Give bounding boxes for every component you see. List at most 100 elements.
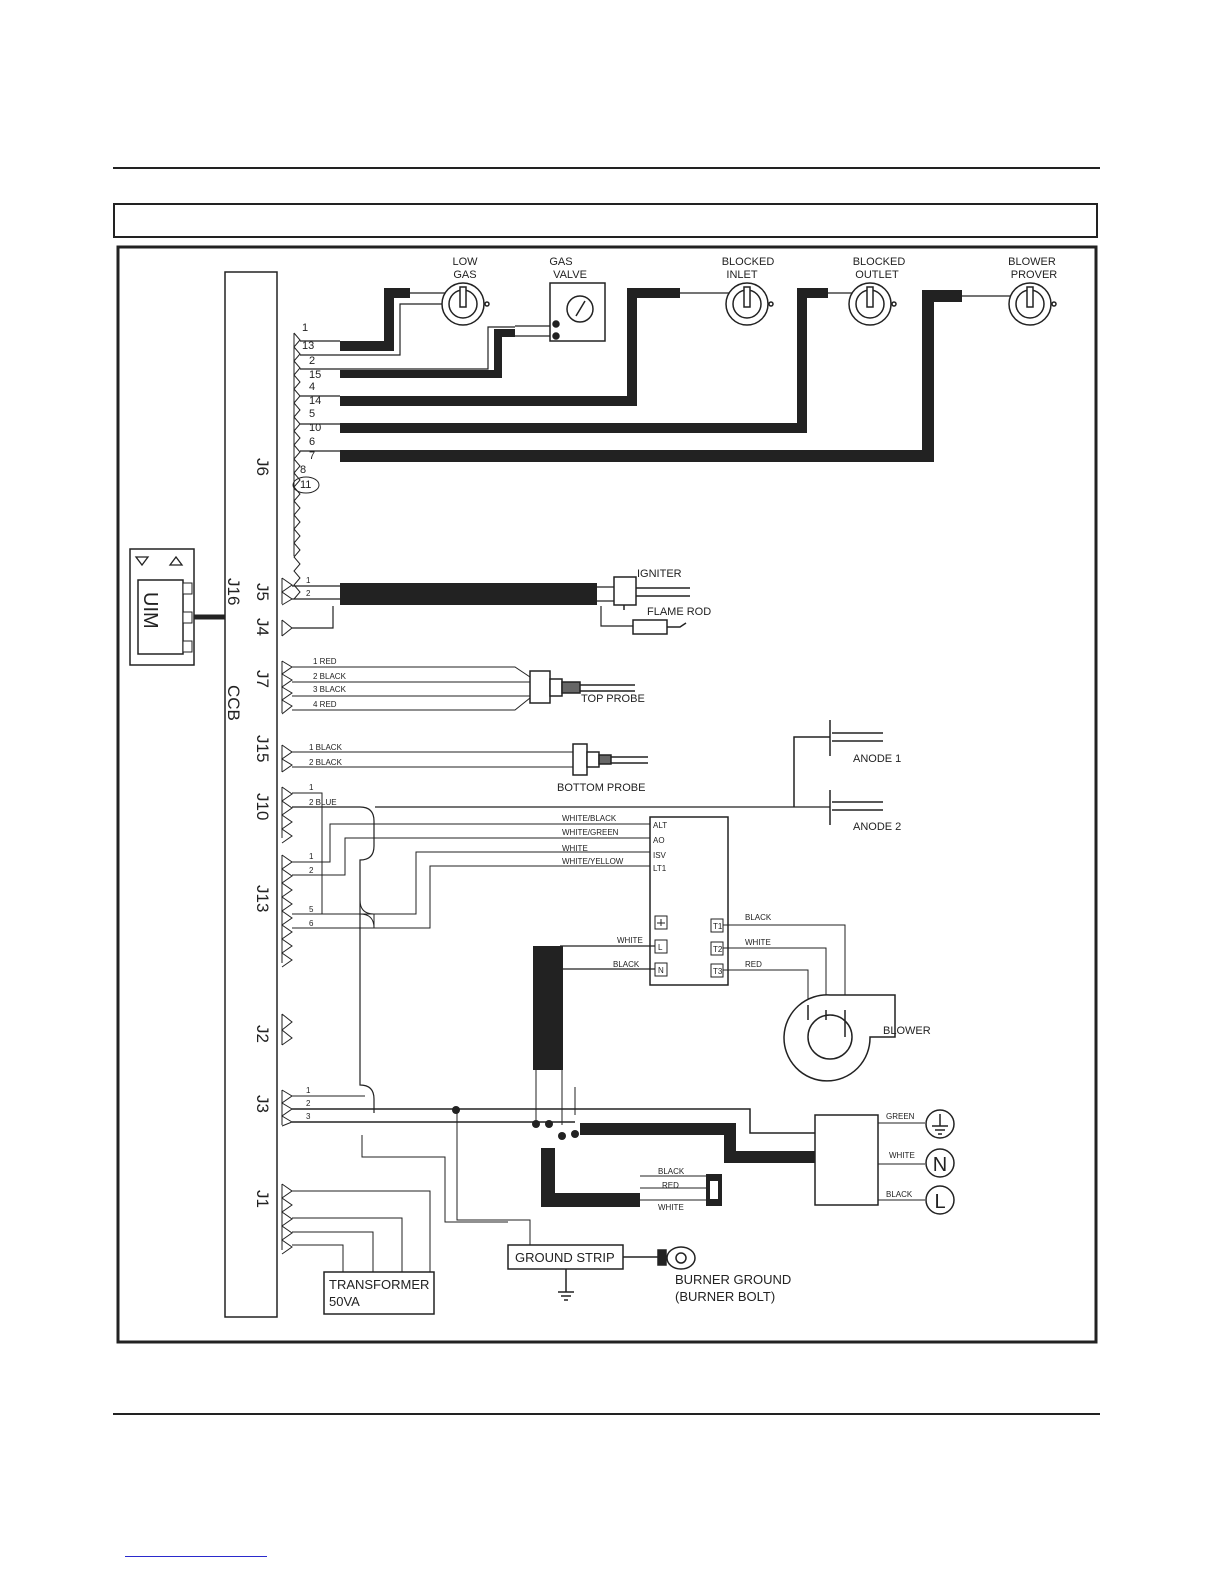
neutral-terminal — [925, 1148, 955, 1178]
blocked-inlet-label: BLOCKED — [722, 256, 775, 268]
j6-pin: 1 — [302, 322, 308, 334]
j6-pin: 10 — [309, 422, 321, 434]
j6-pin: 14 — [309, 395, 321, 407]
blocked-outlet-label: BLOCKED — [853, 256, 906, 268]
connector-j16: J16 — [224, 578, 243, 605]
relay-right-terminal: T1 — [713, 922, 723, 931]
connector-j3: J3 — [253, 1095, 272, 1113]
relay-terminal: LT1 — [653, 864, 667, 873]
anode2-label: ANODE 2 — [853, 821, 901, 833]
neutral-label: N — [933, 1154, 947, 1176]
relay-terminal: AO — [653, 836, 665, 845]
power-switch — [706, 1174, 722, 1206]
connector-j15: J15 — [253, 735, 272, 762]
anodes — [375, 720, 883, 825]
blower-prover-switch — [1008, 282, 1057, 326]
j6-pin: 6 — [309, 436, 315, 448]
j7-wire: 3 BLACK — [313, 685, 347, 694]
connector-j2: J2 — [253, 1025, 272, 1043]
j6-pin: 4 — [309, 381, 315, 393]
j3-pin: 2 — [306, 1099, 311, 1108]
j7-harness — [281, 660, 635, 715]
relay-left-wire: BLACK — [613, 960, 640, 969]
relay-left-terminal: N — [658, 966, 664, 975]
j6-pins — [292, 332, 320, 600]
j10-pin: 2 BLUE — [309, 798, 337, 807]
flame-rod-label: FLAME ROD — [647, 606, 711, 618]
connector-j5: J5 — [253, 583, 272, 601]
supply-wire: BLACK — [886, 1190, 913, 1199]
j6-pin: 2 — [309, 355, 315, 367]
bottom-probe-label: BOTTOM PROBE — [557, 782, 645, 794]
transformer-label: 50VA — [329, 1294, 360, 1309]
j3-pin: 1 — [306, 1086, 311, 1095]
j13-pins — [281, 854, 293, 968]
j15-harness — [281, 743, 648, 776]
blocked-inlet-label: INLET — [726, 269, 757, 281]
connector-j7: J7 — [253, 670, 272, 688]
connector-j4: J4 — [253, 618, 272, 636]
footer-link-underline — [125, 1556, 267, 1557]
burner-ground-label: BURNER GROUND — [675, 1272, 791, 1287]
blower-prover-label: BLOWER — [1008, 256, 1056, 268]
j3-pin: 3 — [306, 1112, 311, 1121]
line-terminal — [925, 1185, 955, 1215]
j5-pin: 1 — [306, 576, 311, 585]
supply-wire: GREEN — [886, 1112, 915, 1121]
blower — [783, 994, 896, 1082]
low-gas-switch — [441, 282, 490, 326]
connector-j10: J10 — [253, 793, 272, 820]
relay-wire: WHITE — [562, 844, 588, 853]
relay-terminal: ISV — [653, 851, 667, 860]
j10-pin: 1 — [309, 783, 314, 792]
relay-terminal: ALT — [653, 821, 667, 830]
uim-module: UIM — [129, 548, 225, 666]
j13-pin: 1 — [309, 852, 314, 861]
relay-right-wire: BLACK — [745, 913, 772, 922]
burner-ground-label: (BURNER BOLT) — [675, 1289, 775, 1304]
j7-wire: 4 RED — [313, 700, 337, 709]
supply-wire: WHITE — [889, 1151, 915, 1160]
j6-pin: 5 — [309, 408, 315, 420]
gas-valve-label: GAS — [549, 256, 572, 268]
switch-wire: RED — [662, 1181, 679, 1190]
relay-wire: WHITE/BLACK — [562, 814, 617, 823]
line-label: L — [934, 1191, 945, 1213]
igniter — [613, 576, 637, 606]
relay-board — [649, 816, 729, 986]
j7-wire: 1 RED — [313, 657, 337, 666]
relay-left-terminal: L — [658, 943, 663, 952]
ccb-board — [224, 271, 278, 1318]
blower-prover-label: PROVER — [1011, 269, 1058, 281]
top-probe-label: TOP PROBE — [581, 693, 645, 705]
j4-pins — [281, 619, 293, 637]
flame-rod — [632, 619, 668, 635]
igniter-label: IGNITER — [637, 568, 682, 580]
j6-pin: 8 — [300, 464, 306, 476]
ground-strip — [507, 1244, 696, 1301]
uim-label: UIM — [139, 592, 161, 629]
header-rule — [113, 167, 1100, 169]
relay-right-wire: WHITE — [745, 938, 771, 947]
connector-j13: J13 — [253, 885, 272, 912]
relay-right-terminal: T3 — [713, 967, 723, 976]
blocked-inlet-switch — [725, 282, 774, 326]
low-gas-label: LOW — [452, 256, 478, 268]
j15-wire: 1 BLACK — [309, 743, 343, 752]
j6-pin: 11 — [300, 479, 311, 491]
j10-pins — [281, 786, 293, 844]
ccb-label: CCB — [224, 685, 243, 721]
j5-pins — [281, 577, 293, 606]
low-gas-label: GAS — [453, 269, 476, 281]
blower-label: BLOWER — [883, 1025, 931, 1037]
gas-valve-label: VALVE — [553, 269, 587, 281]
gas-valve — [549, 282, 606, 342]
j2-pins — [281, 1013, 293, 1046]
title-box — [113, 203, 1098, 238]
j5-pin: 2 — [306, 589, 311, 598]
transformer-label: TRANSFORMER — [329, 1277, 429, 1292]
j13-pin: 6 — [309, 919, 314, 928]
relay-right-terminal: T2 — [713, 945, 723, 954]
j15-wire: 2 BLACK — [309, 758, 343, 767]
blocked-outlet-switch — [848, 282, 897, 326]
